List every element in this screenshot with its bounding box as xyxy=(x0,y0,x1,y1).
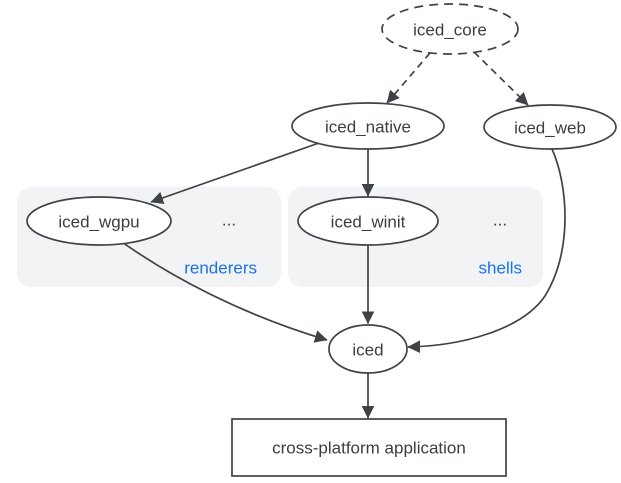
shells-group-label: shells xyxy=(479,259,522,278)
shells-ellipsis: ... xyxy=(493,211,507,230)
node-iced-native-label: iced_native xyxy=(325,118,411,137)
renderers-ellipsis: ... xyxy=(222,211,236,230)
node-cross-platform-application xyxy=(231,418,507,477)
edge-native-to-wgpu xyxy=(150,142,320,205)
node-iced-label: iced xyxy=(352,341,383,360)
node-iced-core-label: iced_core xyxy=(413,21,487,40)
edge-core-to-web xyxy=(473,51,529,106)
edge-web-to-iced xyxy=(407,148,566,354)
node-iced-wgpu xyxy=(26,196,172,246)
node-iced-native xyxy=(291,102,445,150)
renderers-group-label: renderers xyxy=(184,259,257,278)
node-iced xyxy=(328,324,408,374)
edge-wgpu-to-iced xyxy=(121,241,328,343)
node-iced-winit xyxy=(297,196,439,246)
node-iced-winit-label: iced_winit xyxy=(331,213,406,232)
node-iced-wgpu-label: iced_wgpu xyxy=(58,213,139,232)
edge-core-to-native xyxy=(386,52,431,104)
node-cross-platform-application-label: cross-platform application xyxy=(272,439,466,458)
node-iced-web xyxy=(483,104,617,150)
node-iced-web-label: iced_web xyxy=(514,119,586,138)
node-iced-core xyxy=(381,3,519,55)
